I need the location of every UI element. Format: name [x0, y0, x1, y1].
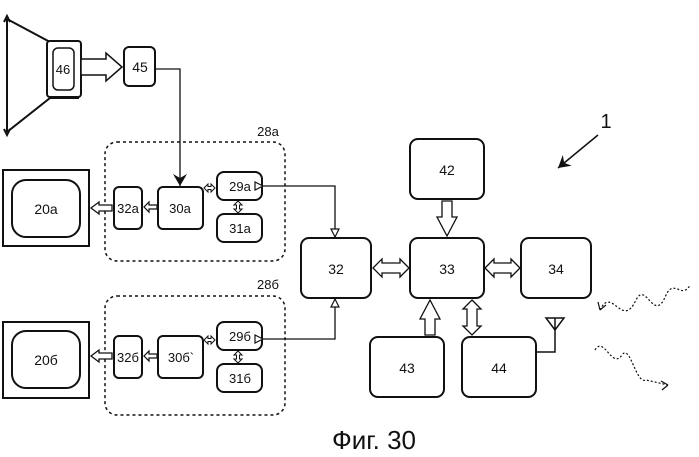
block-32-label: 32: [328, 261, 344, 277]
block-44: 44: [462, 337, 536, 397]
hollow-double-arrow-32-33: [373, 259, 409, 277]
hollow-arrow-32b-20b: [91, 350, 112, 362]
block-42: 42: [410, 139, 484, 199]
wireless-signal-icon: [595, 285, 690, 385]
display-20a: 20а: [3, 170, 89, 246]
block-31b: 31б: [217, 364, 262, 392]
block-30b: 30б`: [158, 336, 203, 378]
figure-caption: Фиг. 30: [332, 425, 416, 455]
block-29a-label: 29а: [229, 179, 251, 194]
block-31a: 31а: [217, 214, 262, 242]
block-31a-label: 31а: [229, 221, 251, 236]
block-29a: 29а: [217, 172, 262, 200]
block-34-label: 34: [548, 261, 564, 277]
group-28b-label: 28б: [257, 277, 279, 292]
link-29a-32: [263, 186, 335, 237]
block-29b-label: 29б: [229, 329, 251, 344]
block-43: 43: [370, 337, 444, 397]
block-29b: 29б: [217, 322, 262, 350]
hollow-double-arrow-33-44: [463, 300, 481, 335]
block-45-label: 45: [132, 59, 148, 75]
block-34: 34: [521, 238, 591, 298]
link-29b-32: [263, 299, 335, 339]
arrow-29b-31b: [234, 351, 242, 363]
line-45-to-30a: [155, 69, 180, 186]
block-30a: 30а: [158, 187, 203, 229]
antenna-icon: [536, 318, 564, 352]
block-46: 46: [47, 41, 81, 97]
arrow-30b-32b: [144, 351, 157, 361]
block-33-label: 33: [439, 261, 455, 277]
block-32: 32: [301, 238, 371, 298]
block-45: 45: [124, 47, 155, 86]
display-20a-label: 20а: [34, 201, 58, 217]
block-30a-label: 30а: [169, 201, 191, 216]
display-20b: 20б: [3, 322, 89, 398]
hollow-arrow-43-33: [420, 300, 440, 335]
block-31b-label: 31б: [229, 371, 251, 386]
block-46-label: 46: [56, 62, 70, 77]
arrow-30b-29b: [204, 336, 215, 344]
block-32a: 32а: [114, 187, 142, 229]
block-42-label: 42: [439, 162, 455, 178]
arrow-30a-32a: [144, 202, 157, 212]
hollow-arrow-46-45: [81, 53, 122, 81]
block-32b-label: 32б: [117, 350, 139, 365]
hollow-arrow-42-33: [437, 201, 457, 236]
reference-pointer: [558, 135, 598, 168]
hollow-double-arrow-33-34: [485, 259, 520, 277]
block-32a-label: 32а: [117, 201, 139, 216]
wave-arrowhead-2: [661, 381, 668, 390]
block-30b-label: 30б`: [168, 350, 194, 365]
block-43-label: 43: [399, 360, 415, 376]
group-28a-label: 28а: [257, 124, 279, 139]
block-32b: 32б: [114, 336, 142, 378]
arrow-29a-31a: [234, 201, 242, 213]
arrow-30a-29a: [204, 184, 215, 192]
block-33: 33: [410, 238, 484, 298]
block-44-label: 44: [491, 360, 507, 376]
hollow-arrow-32a-20a: [91, 202, 112, 214]
reference-numeral: 1: [600, 111, 611, 133]
display-20b-label: 20б: [34, 352, 58, 368]
